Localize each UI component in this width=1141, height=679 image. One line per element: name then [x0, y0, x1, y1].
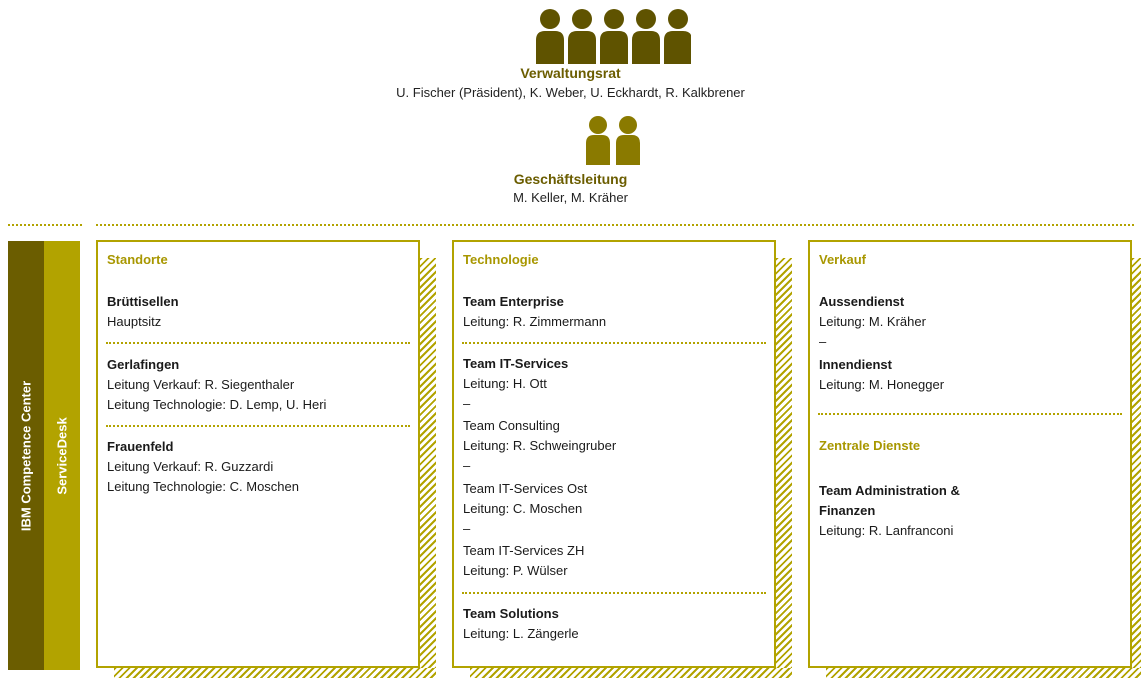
person-icon	[586, 116, 610, 165]
person-icon	[600, 9, 628, 64]
servicedesk-bar: ServiceDesk	[44, 241, 80, 670]
location-name: Brüttisellen	[107, 294, 179, 309]
ibm-competence-center-bar: IBM Competence Center	[8, 241, 44, 670]
verkauf-shadow-bottom	[826, 668, 1141, 678]
team-lead: Leitung: H. Ott	[463, 376, 547, 391]
team-lead: Leitung: P. Wülser	[463, 563, 568, 578]
person-icon	[616, 116, 640, 165]
divider	[818, 413, 1122, 415]
team-name: Innendienst	[819, 357, 892, 372]
divider	[462, 592, 766, 594]
dash: –	[463, 458, 471, 473]
team-name: Finanzen	[819, 503, 876, 518]
team-name: Team Enterprise	[463, 294, 564, 309]
technologie-shadow	[776, 258, 792, 678]
management-title: Geschäftsleitung	[513, 171, 628, 187]
person-icon	[632, 9, 660, 64]
location-name: Gerlafingen	[107, 357, 180, 372]
team-name: Team Solutions	[463, 606, 559, 621]
team-lead: Leitung: R. Zimmermann	[463, 314, 607, 329]
dash: –	[819, 334, 827, 349]
technologie-title: Technologie	[463, 252, 539, 267]
management-members: M. Keller, M. Kräher	[513, 190, 628, 205]
divider	[106, 425, 410, 427]
divider	[462, 342, 766, 344]
standorte-shadow-bottom	[114, 668, 436, 678]
technologie-box: Technologie Team Enterprise Leitung: R. …	[452, 240, 776, 668]
location-detail: Leitung Technologie: D. Lemp, U. Heri	[107, 397, 327, 412]
team-name: Team IT-Services ZH	[463, 543, 585, 558]
team-name: Aussendienst	[819, 294, 905, 309]
board-title: Verwaltungsrat	[520, 65, 621, 81]
zentrale-dienste-title: Zentrale Dienste	[819, 438, 921, 453]
verkauf-box: Verkauf Aussendienst Leitung: M. Kräher …	[808, 240, 1132, 668]
divider	[106, 342, 410, 344]
person-icon	[664, 9, 691, 64]
team-name: Team Administration &	[819, 483, 960, 498]
divider-left	[8, 224, 82, 226]
team-name: Team IT-Services Ost	[463, 481, 588, 496]
dash: –	[463, 396, 471, 411]
location-detail: Leitung Technologie: C. Moschen	[107, 479, 299, 494]
team-lead: Leitung: R. Lanfranconi	[819, 523, 954, 538]
team-lead: Leitung: M. Honegger	[819, 377, 945, 392]
board-members-icon	[536, 9, 691, 64]
verkauf-title: Verkauf	[819, 252, 866, 267]
location-name: Frauenfeld	[107, 439, 174, 454]
person-icon	[536, 9, 564, 64]
location-detail: Leitung Verkauf: R. Siegenthaler	[107, 377, 295, 392]
board-members: U. Fischer (Präsident), K. Weber, U. Eck…	[396, 85, 745, 100]
technologie-shadow-bottom	[470, 668, 792, 678]
standorte-shadow	[420, 258, 436, 678]
location-detail: Leitung Verkauf: R. Guzzardi	[107, 459, 274, 474]
dash: –	[463, 521, 471, 536]
person-icon	[568, 9, 596, 64]
team-lead: Leitung: L. Zängerle	[463, 626, 579, 641]
management-icon	[586, 116, 640, 165]
location-detail: Hauptsitz	[107, 314, 162, 329]
team-lead: Leitung: R. Schweingruber	[463, 438, 617, 453]
team-name: Team IT-Services	[463, 356, 569, 371]
team-lead: Leitung: C. Moschen	[463, 501, 583, 516]
standorte-title: Standorte	[107, 252, 168, 267]
ibm-competence-center-label: IBM Competence Center	[18, 380, 34, 531]
team-lead: Leitung: M. Kräher	[819, 314, 926, 329]
team-name: Team Consulting	[463, 418, 560, 433]
divider-main	[96, 224, 1134, 226]
standorte-box: Standorte Brüttisellen Hauptsitz Gerlafi…	[96, 240, 420, 668]
verkauf-shadow	[1132, 258, 1141, 678]
servicedesk-label: ServiceDesk	[54, 416, 70, 495]
